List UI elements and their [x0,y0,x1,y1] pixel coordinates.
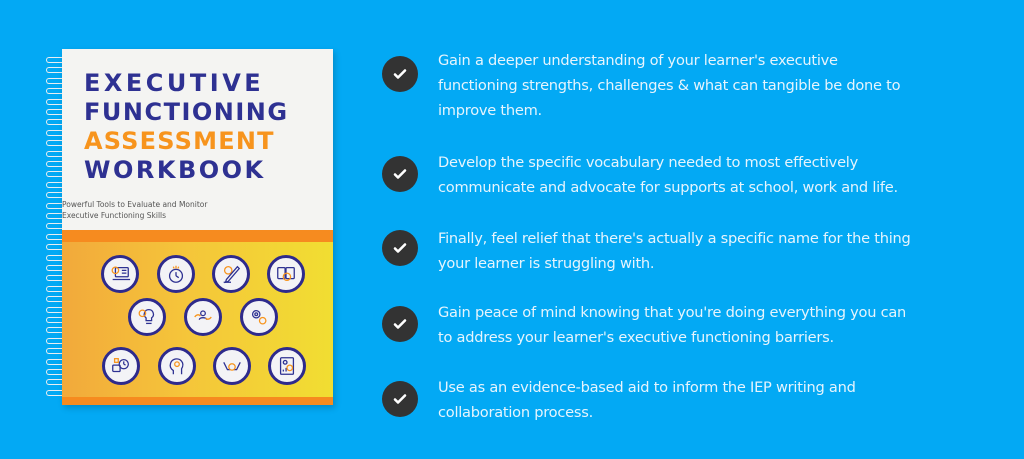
chat-clock-icon [102,347,140,385]
orange-stripe-bottom [62,397,333,405]
orange-stripe-top [62,230,333,242]
check-circle-icon [382,381,418,417]
head-lightbulb-icon [158,347,196,385]
devices-clock-icon [267,255,305,293]
gear-pencil-icon [212,255,250,293]
lightbulb-clock-icon [128,298,166,336]
title-line-assessment: ASSESSMENT [84,127,275,155]
title-line-functioning: FUNCTIONING [84,98,289,126]
benefit-text: Gain a deeper understanding of your lear… [438,52,901,119]
benefit-text: Use as an evidence-based aid to inform t… [438,379,856,421]
check-circle-icon [382,306,418,342]
workbook-cover: EXECUTIVE FUNCTIONING ASSESSMENT WORKBOO… [62,49,333,405]
check-circle-icon [382,56,418,92]
subtitle-line-2: Executive Functioning Skills [62,211,167,220]
stopwatch-icon [157,255,195,293]
workbook-title: EXECUTIVE FUNCTIONING ASSESSMENT WORKBOO… [84,69,289,185]
check-circle-icon [382,230,418,266]
gears-icon [240,298,278,336]
person-cycle-icon [184,298,222,336]
benefit-text: Gain peace of mind knowing that you're d… [438,304,907,346]
benefit-text: Finally, feel relief that there's actual… [438,230,911,272]
laptop-clock-icon [101,255,139,293]
subtitle-line-1: Powerful Tools to Evaluate and Monitor [62,200,208,209]
workbook-subtitle: Powerful Tools to Evaluate and Monitor E… [62,199,207,221]
check-circle-icon [382,156,418,192]
cover-illustration-panel [62,230,333,405]
title-line-workbook: WORKBOOK [84,156,266,184]
benefit-text: Develop the specific vocabulary needed t… [438,154,898,196]
profile-report-icon [268,347,306,385]
title-line-executive: EXECUTIVE [84,69,265,97]
hands-clock-icon [213,347,251,385]
